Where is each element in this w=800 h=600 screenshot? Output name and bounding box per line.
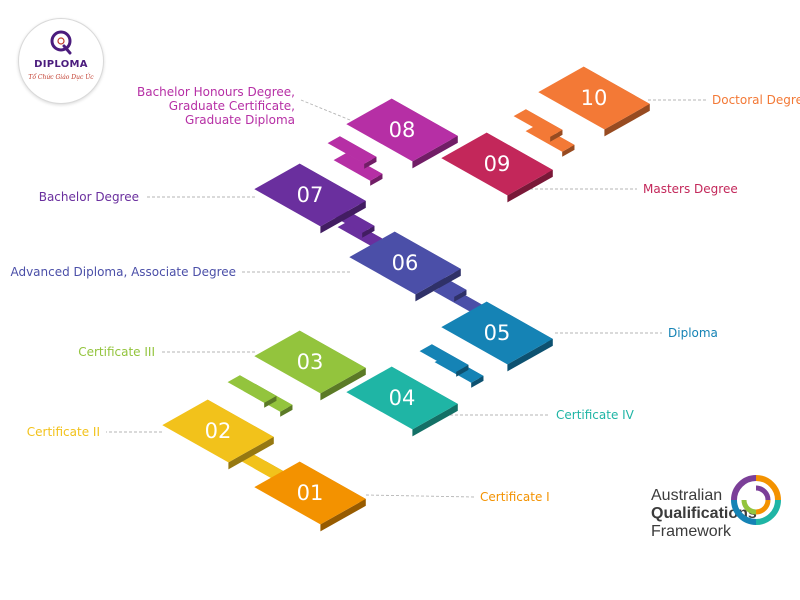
level-number: 04: [389, 386, 416, 410]
level-tile-05: 05: [441, 301, 553, 372]
connector-step: [333, 153, 383, 186]
aqf-line-2: Qualifications: [651, 505, 757, 522]
level-number: 08: [389, 118, 416, 142]
level-number: 06: [392, 251, 419, 275]
level-label-04: Certificate IV: [556, 408, 635, 422]
level-tile-07: 07: [254, 163, 366, 234]
leader-lines: [106, 99, 706, 498]
brand-name: DIPLOMA: [34, 59, 88, 70]
level-tile-02: 02: [162, 399, 274, 470]
connector-steps: [227, 109, 575, 494]
level-tile-06: 06: [349, 231, 461, 302]
leader-line: [300, 99, 351, 121]
level-number: 09: [484, 152, 511, 176]
level-label-05: Diploma: [668, 326, 718, 340]
leader-line: [365, 494, 475, 498]
level-number: 01: [297, 481, 324, 505]
level-tile-04: 04: [346, 366, 458, 437]
level-tile-08: 08: [346, 98, 458, 169]
level-tile-09: 09: [441, 132, 553, 203]
level-number: 10: [581, 86, 608, 110]
level-label-02: Certificate II: [27, 425, 100, 439]
aqf-logo: Australian Qualifications Framework: [640, 474, 790, 546]
aqf-line-1: Australian: [651, 487, 723, 504]
level-label-08: Bachelor Honours Degree,Graduate Certifi…: [137, 85, 295, 127]
connector-step: [419, 344, 469, 377]
diploma-badge-logo: DIPLOMA Tổ Chức Giáo Dục Úc: [18, 18, 104, 104]
level-label-07: Bachelor Degree: [39, 190, 139, 204]
level-label-06: Advanced Diploma, Associate Degree: [10, 265, 236, 279]
level-number: 03: [297, 350, 324, 374]
aqf-ring-icon: [731, 475, 781, 525]
level-label-03: Certificate III: [78, 345, 155, 359]
level-tile-10: 10: [538, 66, 650, 137]
level-label-10: Doctoral Degree: [712, 93, 800, 107]
level-label-09: Masters Degree: [643, 182, 738, 196]
level-label-01: Certificate I: [480, 490, 550, 504]
level-tile-03: 03: [254, 330, 366, 401]
connector-step: [327, 136, 377, 169]
connector-step: [513, 109, 563, 142]
level-tile-01: 01: [254, 461, 366, 532]
level-number: 05: [484, 321, 511, 345]
q-emblem-icon: [50, 30, 72, 55]
level-number: 02: [205, 419, 232, 443]
level-number: 07: [297, 183, 324, 207]
connector-step: [227, 375, 277, 408]
aqf-line-3: Framework: [651, 523, 732, 540]
brand-tagline: Tổ Chức Giáo Dục Úc: [28, 74, 94, 81]
